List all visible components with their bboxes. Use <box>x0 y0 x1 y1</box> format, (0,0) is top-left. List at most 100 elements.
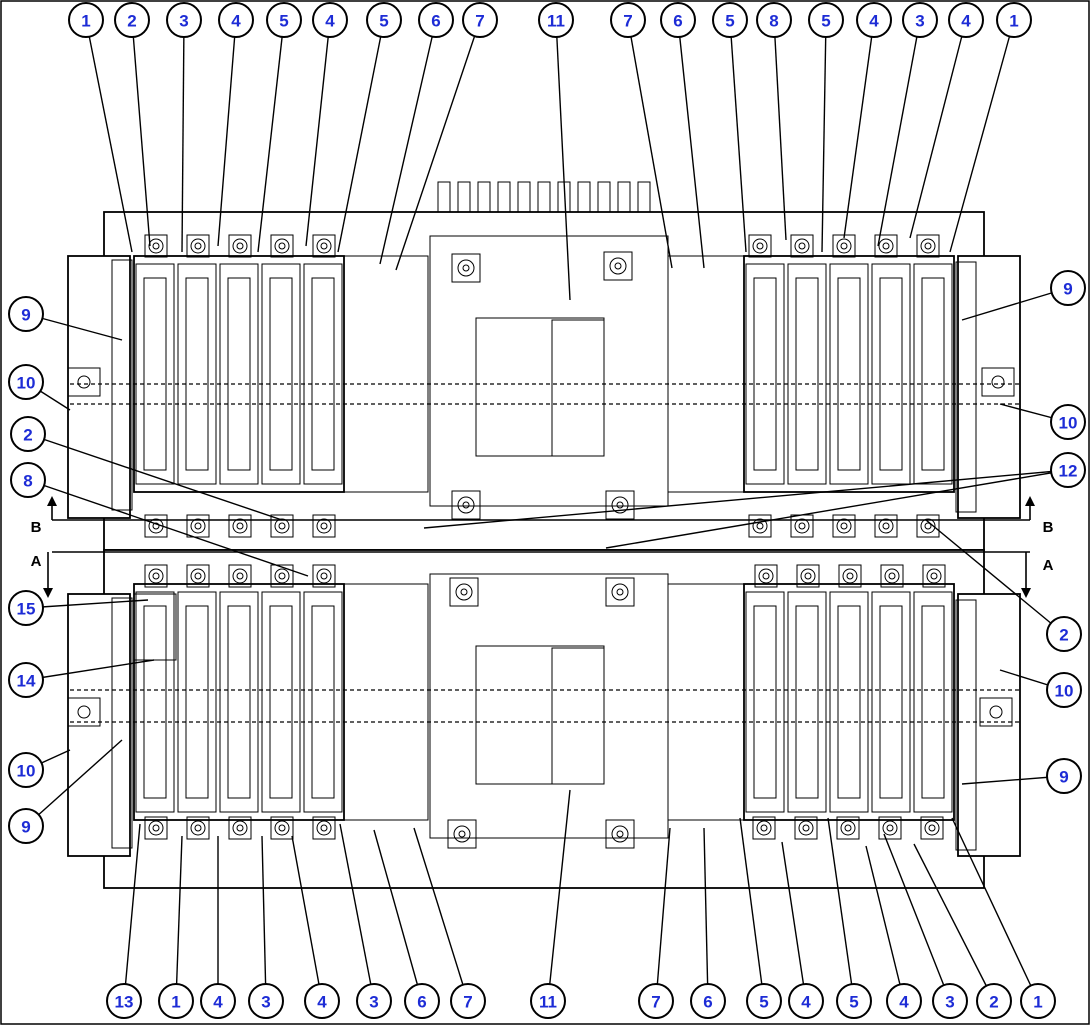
leader-line <box>827 817 855 1002</box>
leader-line <box>877 19 921 247</box>
callout-number: 5 <box>279 12 288 31</box>
cell-bay <box>829 591 869 813</box>
callout-number: 3 <box>915 12 924 31</box>
callout-circle <box>712 2 748 38</box>
leader-line <box>843 19 875 239</box>
callout-right: 10 <box>1046 672 1082 708</box>
terminal-post <box>605 819 635 849</box>
bracket-bolt <box>981 367 1015 397</box>
terminal-post <box>270 234 294 258</box>
leader-line <box>773 19 787 241</box>
leader-line <box>291 835 323 1002</box>
callout-number: 9 <box>1063 280 1072 299</box>
callout-circle <box>8 808 44 844</box>
cell-bay <box>303 591 343 813</box>
callout-bottom: 1 <box>1020 983 1056 1019</box>
leader-line <box>865 845 905 1002</box>
callout-circle <box>788 983 824 1019</box>
callout-number: 14 <box>17 672 36 691</box>
cell-bay <box>787 263 827 485</box>
callout-circle <box>932 983 968 1019</box>
callout-number: 4 <box>317 993 327 1012</box>
callout-number: 9 <box>1059 768 1068 787</box>
cell-bay <box>303 263 343 485</box>
callout-top: 3 <box>166 2 202 38</box>
cell-bay <box>829 263 869 485</box>
leader-line <box>655 827 671 1002</box>
leader-line <box>913 843 995 1002</box>
terminal-post <box>186 514 210 538</box>
callout-bottom: 5 <box>746 983 782 1019</box>
terminal-post <box>922 564 946 588</box>
callout-circle <box>836 983 872 1019</box>
cell-bay <box>219 263 259 485</box>
callout-number: 7 <box>651 993 660 1012</box>
terminal-post <box>312 816 336 840</box>
callout-top: 4 <box>856 2 892 38</box>
leader-line <box>339 823 375 1002</box>
callout-circle <box>1050 452 1086 488</box>
leader-line <box>627 19 673 269</box>
terminal-post <box>603 251 633 281</box>
section-label-b-left: B <box>31 519 42 536</box>
callout-circle <box>1046 616 1082 652</box>
bracket-bolt <box>67 367 101 397</box>
callout-left: 15 <box>8 590 44 626</box>
callout-number: 3 <box>369 993 378 1012</box>
terminal-post <box>794 816 818 840</box>
bracket-bolt <box>67 697 101 727</box>
callout-bottom: 13 <box>106 983 142 1019</box>
leader-line <box>123 823 141 1002</box>
callout-circle <box>756 2 792 38</box>
terminal-post <box>754 564 778 588</box>
leader-line <box>909 19 967 239</box>
terminal-post <box>228 514 252 538</box>
terminal-post <box>790 234 814 258</box>
callout-circle <box>1046 758 1082 794</box>
terminal-post <box>186 564 210 588</box>
terminal-post <box>748 514 772 538</box>
terminal-post <box>228 564 252 588</box>
leader-line <box>423 469 1069 529</box>
callout-circle <box>538 2 574 38</box>
leader-line <box>257 19 285 253</box>
callout-circle <box>746 983 782 1019</box>
section-lines: B A B A <box>31 496 1054 598</box>
callout-number: 4 <box>213 993 223 1012</box>
leader-line <box>217 19 237 247</box>
callout-bottom: 4 <box>788 983 824 1019</box>
callout-number: 4 <box>231 12 241 31</box>
leader-line <box>373 829 423 1002</box>
terminal-post <box>874 234 898 258</box>
cell-bay <box>219 591 259 813</box>
cell-bay <box>871 591 911 813</box>
callout-circle <box>8 296 44 332</box>
terminal-post <box>451 253 481 283</box>
callout-right: 12 <box>1050 452 1086 488</box>
callout-number: 11 <box>539 993 557 1012</box>
callout-number: 6 <box>703 993 712 1012</box>
terminal-post <box>874 514 898 538</box>
callout-circle <box>166 2 202 38</box>
callout-right: 10 <box>1050 404 1086 440</box>
callout-top: 8 <box>756 2 792 38</box>
callout-number: 2 <box>127 12 136 31</box>
terminal-post <box>605 490 635 520</box>
callout-right: 9 <box>1050 270 1086 306</box>
callout-top: 4 <box>312 2 348 38</box>
callout-number: 4 <box>869 12 879 31</box>
callout-circle <box>976 983 1012 1019</box>
section-label-a-left: A <box>31 553 42 570</box>
callout-bottom: 3 <box>356 983 392 1019</box>
callout-circle <box>638 983 674 1019</box>
callout-number: 6 <box>431 12 440 31</box>
terminal-post <box>832 514 856 538</box>
terminal-post <box>228 234 252 258</box>
callout-number: 1 <box>1033 993 1042 1012</box>
callout-left: 8 <box>10 462 46 498</box>
bracket-bolt <box>979 697 1013 727</box>
terminal-post <box>186 234 210 258</box>
callout-circle <box>660 2 696 38</box>
